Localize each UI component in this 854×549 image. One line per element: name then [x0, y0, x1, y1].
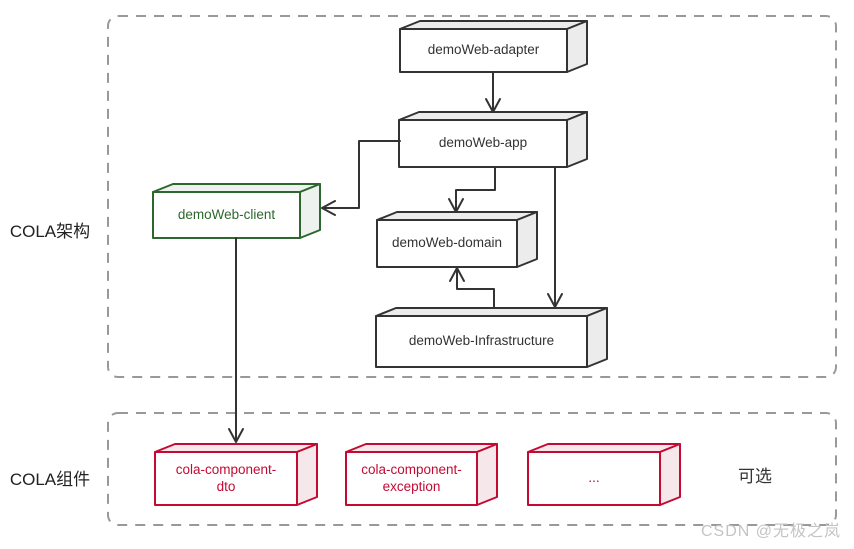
arrow-client-to-dto [228, 237, 244, 443]
section-title-architecture: COLA架构 [9, 222, 91, 241]
box-cola-component-exception [345, 443, 498, 506]
arrow-app-to-infrastructure [547, 166, 563, 308]
box-cola-component-more [527, 443, 681, 506]
box-demoweb-app [398, 111, 588, 168]
box-demoweb-infrastructure [375, 307, 608, 368]
box-demoweb-client [152, 183, 321, 239]
box-cola-component-dto [154, 443, 318, 506]
arrow-adapter-to-app [485, 71, 501, 113]
watermark: CSDN @无极之岚 [701, 523, 842, 540]
box-demoweb-domain [376, 211, 538, 268]
optional-note: 可选 [738, 467, 772, 486]
box-demoweb-adapter [399, 20, 588, 73]
section-title-components: COLA组件 [9, 470, 91, 489]
arrow-app-to-domain [448, 166, 496, 213]
arrow-infrastructure-to-domain [449, 267, 495, 309]
arrow-app-to-client [321, 140, 401, 216]
